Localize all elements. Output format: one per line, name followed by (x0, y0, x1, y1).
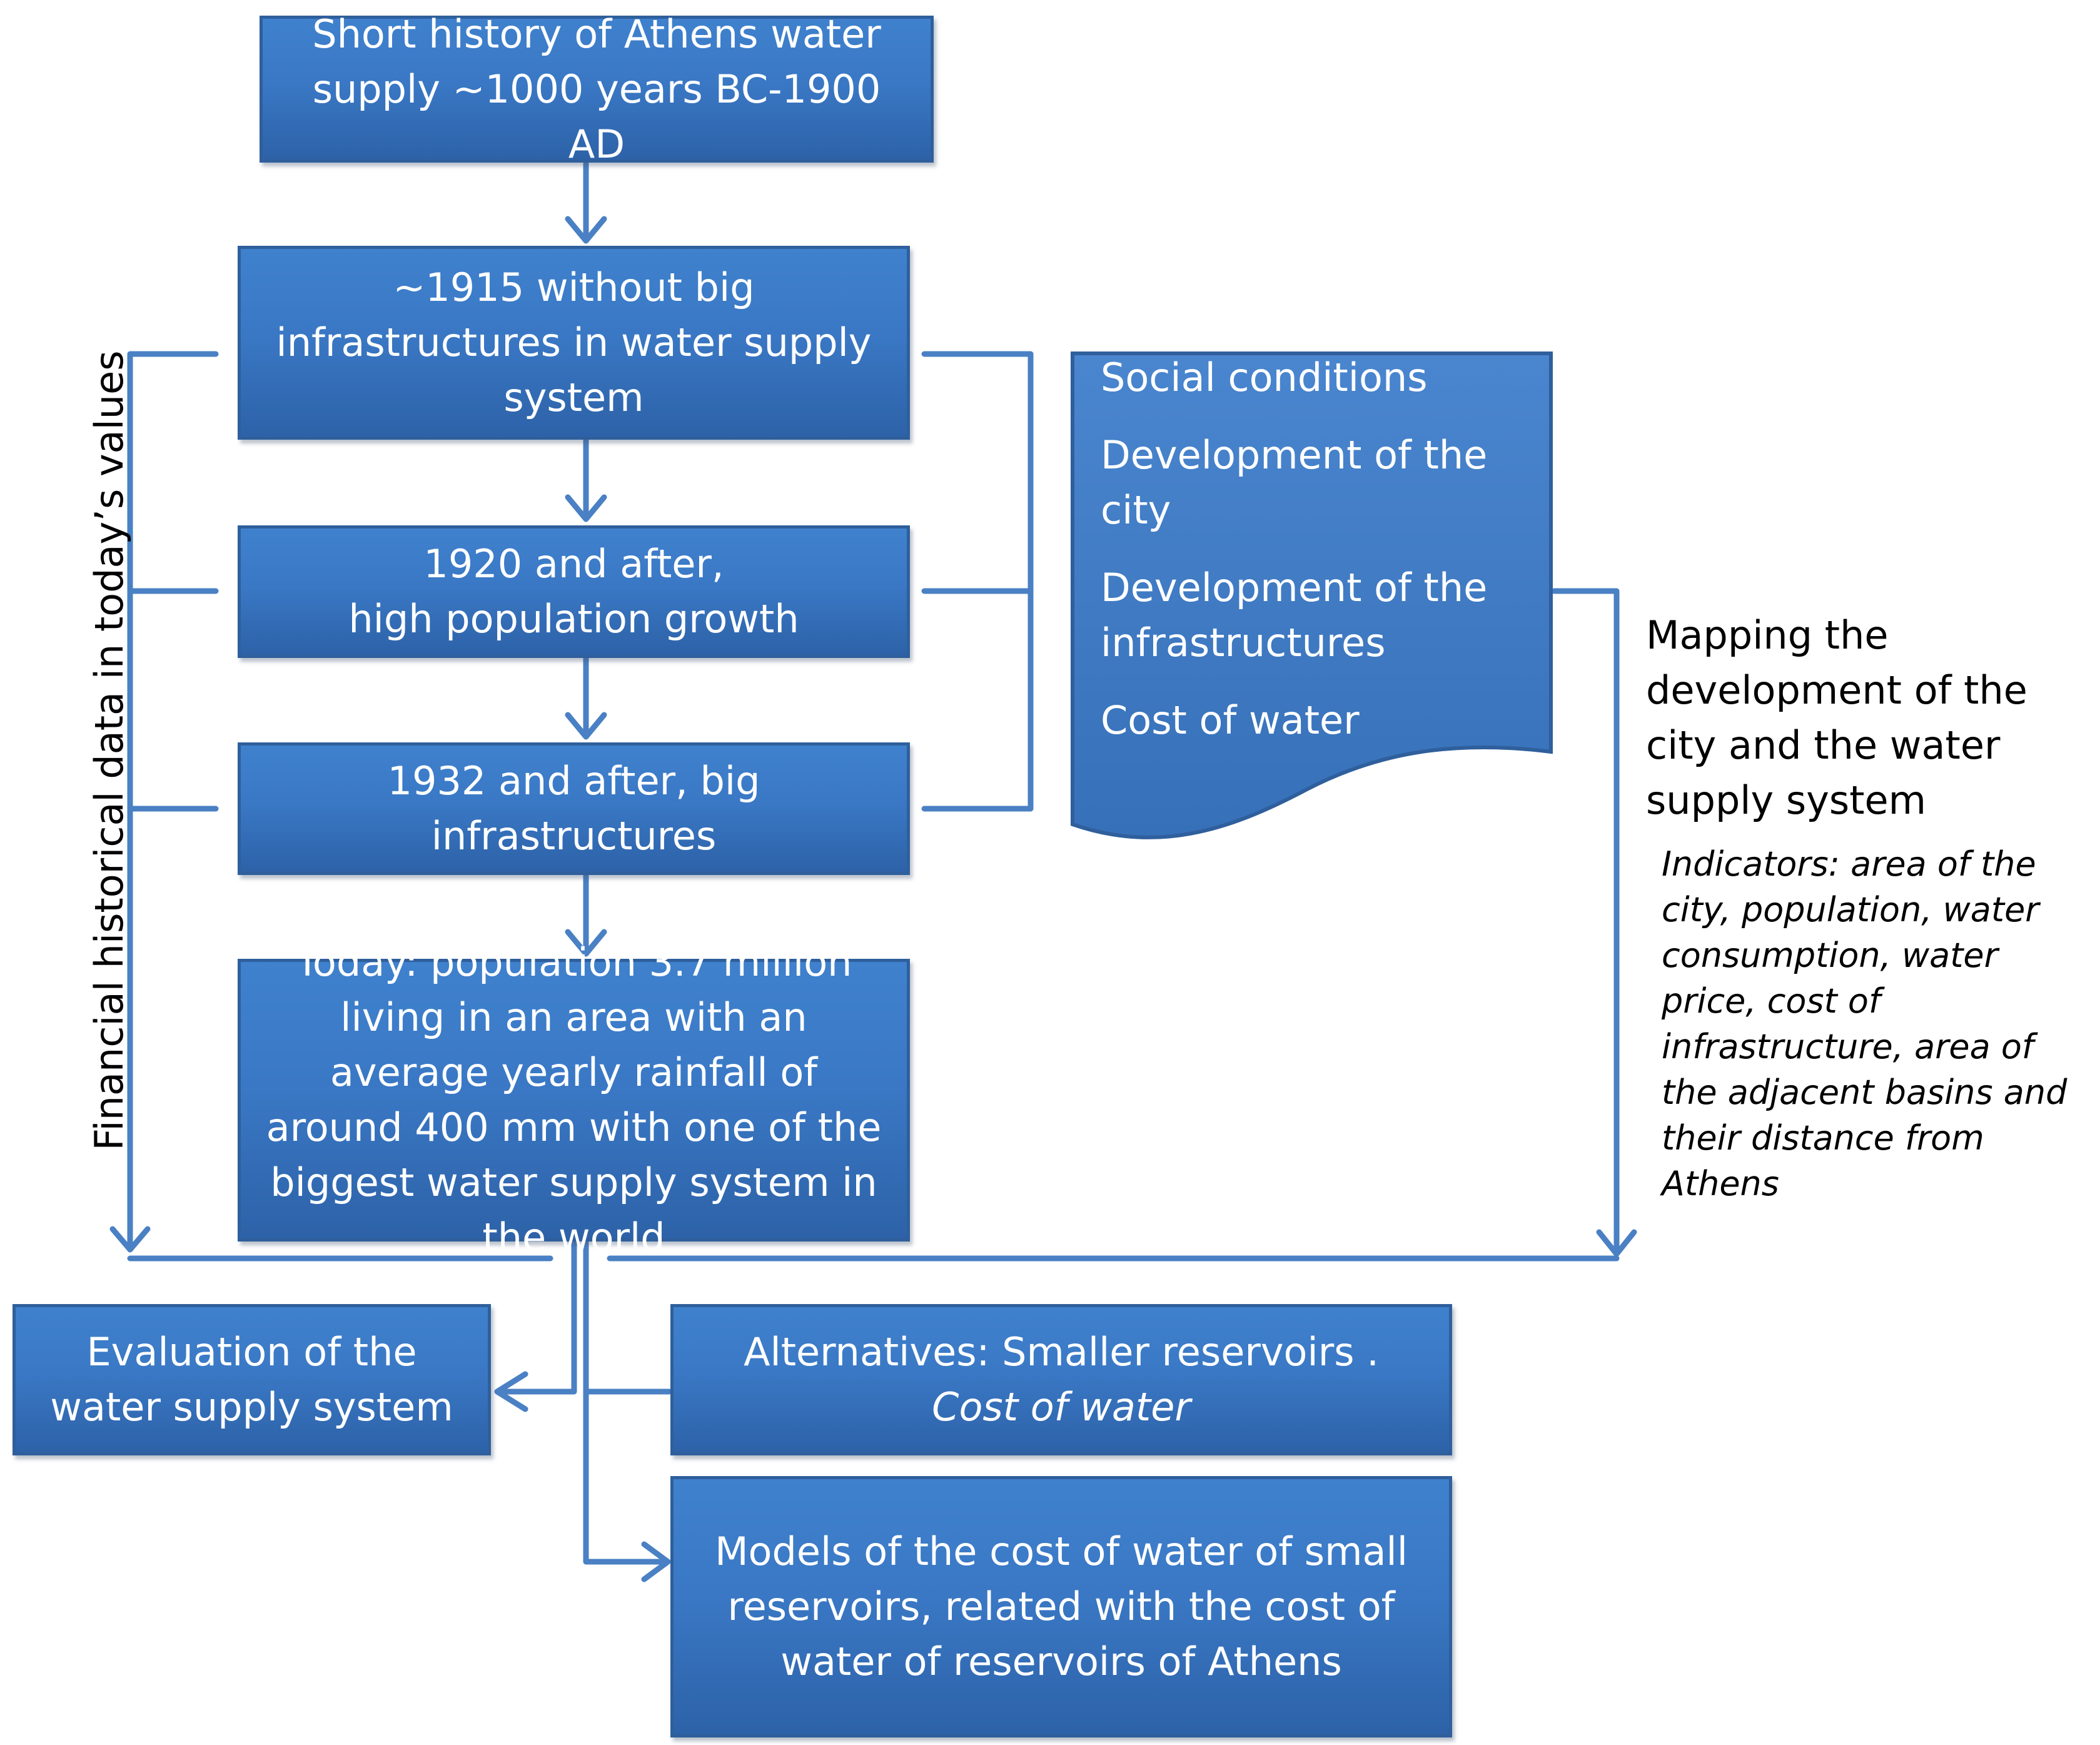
document-item: Development of the city (1101, 432, 1488, 533)
box-1915-text: ~1915 without big infrastructures in wat… (276, 265, 872, 420)
box-history-text: Short history of Athens water supply ~10… (312, 11, 881, 167)
box-models-text: Models of the cost of water of small res… (715, 1529, 1408, 1684)
indicators-text: Indicators: area of the city, population… (1662, 844, 2067, 1203)
box-today: Today: population 3.7 million living in … (238, 939, 910, 1260)
document-item: Development of the infrastructures (1101, 565, 1488, 665)
left-bracket-connector (109, 351, 219, 1253)
financial-data-vertical-label: Financial historical data in today’s val… (86, 350, 132, 1151)
document-to-mapping-connector (1551, 588, 1637, 1257)
arrow-1920-to-1932 (565, 655, 607, 740)
box-1920-line2: high population growth (348, 596, 799, 642)
box-alternatives-line2: Cost of water (932, 1384, 1191, 1430)
today-to-evaluation-arrow (494, 1238, 577, 1412)
today-to-models-arrow (583, 1238, 671, 1582)
document-item: Social conditions (1101, 355, 1428, 400)
box-today-text: Today: population 3.7 million living in … (266, 939, 882, 1260)
box-1920-line1: 1920 and after, (423, 541, 724, 587)
document-shape (1071, 352, 1553, 839)
box-1920: 1920 and after, high population growth (238, 525, 910, 658)
box-alternatives: Alternatives: Smaller reservoirs . Cost … (670, 1304, 1452, 1455)
document-items: Social conditions Development of the cit… (1101, 350, 1551, 771)
box-history: Short history of Athens water supply ~10… (260, 11, 934, 167)
box-1932-text: 1932 and after, big infrastructures (387, 758, 760, 859)
box-models: Models of the cost of water of small res… (670, 1476, 1452, 1737)
box-1932: 1932 and after, big infrastructures (238, 742, 910, 875)
arrow-1932-to-today (565, 872, 607, 957)
document-item: Cost of water (1101, 697, 1360, 743)
box-evaluation-text: Evaluation of the water supply system (50, 1329, 453, 1430)
mapping-title: Mapping the development of the city and … (1646, 612, 2027, 823)
box-evaluation: Evaluation of the water supply system (13, 1304, 491, 1455)
box-alternatives-line1: Alternatives: Smaller reservoirs . (744, 1329, 1379, 1375)
box-1915: ~1915 without big infrastructures in wat… (238, 246, 910, 440)
arrow-1915-to-1920 (565, 438, 607, 522)
arrow-history-to-1915 (565, 161, 607, 244)
right-bracket-connector (921, 351, 1034, 812)
